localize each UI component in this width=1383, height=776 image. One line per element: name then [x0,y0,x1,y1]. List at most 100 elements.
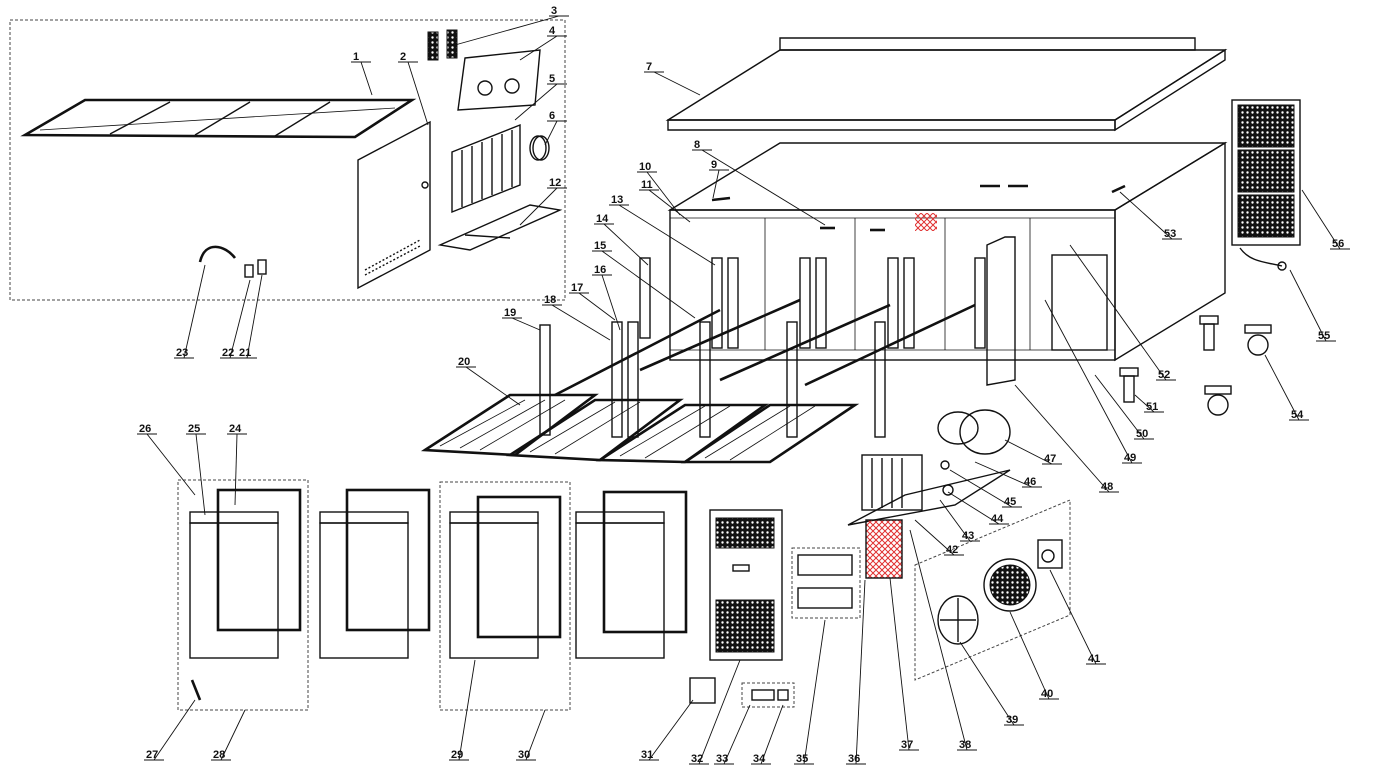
leader-line-52 [1069,244,1167,381]
leader-line-54 [1264,354,1300,421]
leader-line-16 [601,274,621,331]
condenser-cover-part-56 [1231,99,1301,271]
leader-line-37 [889,577,910,751]
wire-shelves-part-20 [420,393,860,464]
leader-line-21 [246,274,263,359]
leader-line-7 [653,71,701,96]
drip-tray-part-12 [437,204,563,251]
compressor-unit-parts-42-47 [847,409,1011,526]
callout-label-9: 9 [711,159,717,171]
callout-label-18: 18 [544,294,556,306]
leader-line-4 [519,35,558,61]
fan-bracket-part-4 [457,49,541,111]
leader-line-3 [454,15,560,46]
leader-line-48 [1014,384,1110,493]
side-panel-part-32 [709,509,783,661]
callout-label-16: 16 [594,264,606,276]
fan-grills-part-3 [427,29,458,61]
leader-line-17 [578,292,616,321]
callout-label-32: 32 [691,753,703,765]
evaporator-part-5 [451,123,521,214]
door-group-3 [439,481,571,711]
callout-label-14: 14 [596,213,609,225]
leader-line-40 [1009,611,1050,700]
leader-line-20 [465,366,521,406]
side-panel-part-2 [357,120,431,290]
callout-label-41: 41 [1088,653,1100,665]
callout-label-27: 27 [146,749,158,761]
leader-line-51 [1134,394,1155,413]
callout-label-8: 8 [694,139,700,151]
small-parts-33-34 [741,682,795,708]
callout-label-28: 28 [213,749,225,761]
leader-line-1 [360,61,373,96]
leader-line-6 [544,120,558,146]
leader-line-31 [648,699,694,761]
callout-label-51: 51 [1146,401,1158,413]
leader-line-29 [458,659,476,761]
leader-line-23 [183,264,206,359]
part-31 [689,677,716,704]
leader-line-50 [1094,374,1145,440]
leader-line-49 [1044,299,1133,464]
leader-line-13 [618,204,716,266]
callout-label-20: 20 [458,356,470,368]
leader-line-19 [511,317,541,331]
callout-label-3: 3 [551,5,557,17]
callout-label-52: 52 [1158,369,1170,381]
callout-label-10: 10 [639,161,651,173]
leader-line-26 [146,433,196,496]
callout-label-39: 39 [1006,714,1018,726]
valves-parts-21-22 [244,259,267,278]
callout-label-23: 23 [176,347,188,359]
callout-label-7: 7 [646,61,652,73]
callout-label-24: 24 [229,423,242,435]
callout-label-53: 53 [1164,228,1176,240]
callout-label-12: 12 [549,177,561,189]
callout-label-45: 45 [1004,496,1016,508]
leader-line-42 [914,519,955,556]
leader-line-47 [1004,439,1053,465]
shelf-supports-parts-13-19 [539,257,986,438]
leader-line-5 [514,83,558,121]
leader-line-46 [974,461,1033,488]
callout-label-48: 48 [1101,481,1113,493]
callout-label-55: 55 [1318,330,1330,342]
leader-line-56 [1301,189,1341,250]
worktop-part-7 [665,37,1228,132]
callout-label-30: 30 [518,749,530,761]
feet-parts-51-54 [1119,315,1272,416]
leader-line-22 [229,279,251,359]
callout-label-37: 37 [901,739,913,751]
callout-label-56: 56 [1332,238,1344,250]
hose-part-23 [198,245,237,263]
leader-line-15 [601,250,696,319]
leader-line-32 [698,659,741,765]
leader-line-45 [949,469,1013,508]
callout-label-5: 5 [549,73,555,85]
callout-label-36: 36 [848,753,860,765]
leader-line-11 [648,189,691,223]
leader-line-41 [1049,569,1097,665]
callout-label-34: 34 [753,753,766,765]
callout-label-31: 31 [641,749,653,761]
leader-line-28 [220,709,246,761]
leader-line-24 [234,433,238,506]
air-duct-part-48 [986,236,1016,386]
leader-line-33 [723,704,751,765]
callout-label-22: 22 [222,347,234,359]
callout-label-6: 6 [549,110,555,122]
callout-label-47: 47 [1044,453,1056,465]
callout-label-42: 42 [946,544,958,556]
controller-group-part-35 [791,547,861,619]
leader-line-36 [855,579,866,765]
filter-part-37 [865,519,903,579]
callout-label-17: 17 [571,282,583,294]
callout-label-50: 50 [1136,428,1148,440]
leader-line-10 [646,171,681,216]
door-4 [575,490,688,659]
callout-label-38: 38 [959,739,971,751]
